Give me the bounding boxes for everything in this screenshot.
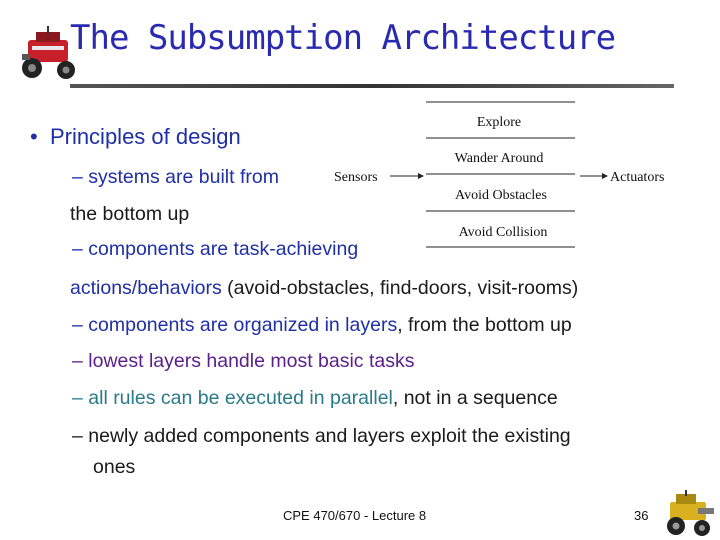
behaviors-rest: (avoid-obstacles, find-doors, visit-room… (221, 277, 579, 299)
lowest-dash: – (72, 350, 89, 372)
parallel-colored: all rules can be executed in parallel (88, 387, 393, 409)
parallel-rest: , not in a sequence (392, 387, 558, 409)
layers-colored: components are organized in layers (88, 314, 398, 336)
page-number: 36 (634, 508, 649, 523)
lowest-colored: lowest layers handle most basic tasks (88, 350, 415, 372)
layers-rest: , from the bottom up (397, 314, 572, 336)
layer-explore: Explore (477, 115, 521, 130)
footer-lecture: CPE 470/670 - Lecture 8 (283, 508, 427, 523)
line-behaviors: actions/behaviors (avoid-obstacles, find… (70, 277, 578, 300)
layers-dash: – (72, 314, 89, 336)
slide-title: The Subsumption Architecture (70, 18, 616, 58)
layer-avoid-obstacles: Avoid Obstacles (455, 188, 547, 203)
line-task-achieving: – components are task-achieving (72, 238, 359, 260)
layer-wander-around: Wander Around (455, 151, 544, 166)
actuators-arrowhead (602, 173, 608, 179)
sensors-label: Sensors (334, 170, 378, 185)
robot-icon (667, 490, 714, 536)
line-parallel: – all rules can be executed in parallel,… (72, 387, 558, 410)
sensors-arrowhead (418, 173, 424, 179)
line-systems: – systems are built from (72, 166, 279, 188)
actuators-label: Actuators (610, 170, 664, 185)
subsumption-diagram: Explore Wander Around Avoid Obstacles Av… (334, 101, 664, 248)
bullet-text: Principles of design (49, 124, 241, 149)
line-layers: – components are organized in layers, fr… (72, 314, 572, 337)
bullet-principles: • Principles of design (30, 124, 241, 149)
parallel-dash: – (72, 387, 89, 409)
line-ones: ones (93, 456, 136, 478)
layer-avoid-collision: Avoid Collision (459, 225, 548, 240)
robot-icon (22, 26, 75, 79)
line-bottom-up: the bottom up (70, 203, 190, 225)
line-newly-added: – newly added components and layers expl… (72, 425, 571, 447)
line-lowest-layers: – lowest layers handle most basic tasks (72, 350, 415, 373)
title-underline (70, 84, 674, 88)
behaviors-colored: actions/behaviors (70, 277, 222, 299)
